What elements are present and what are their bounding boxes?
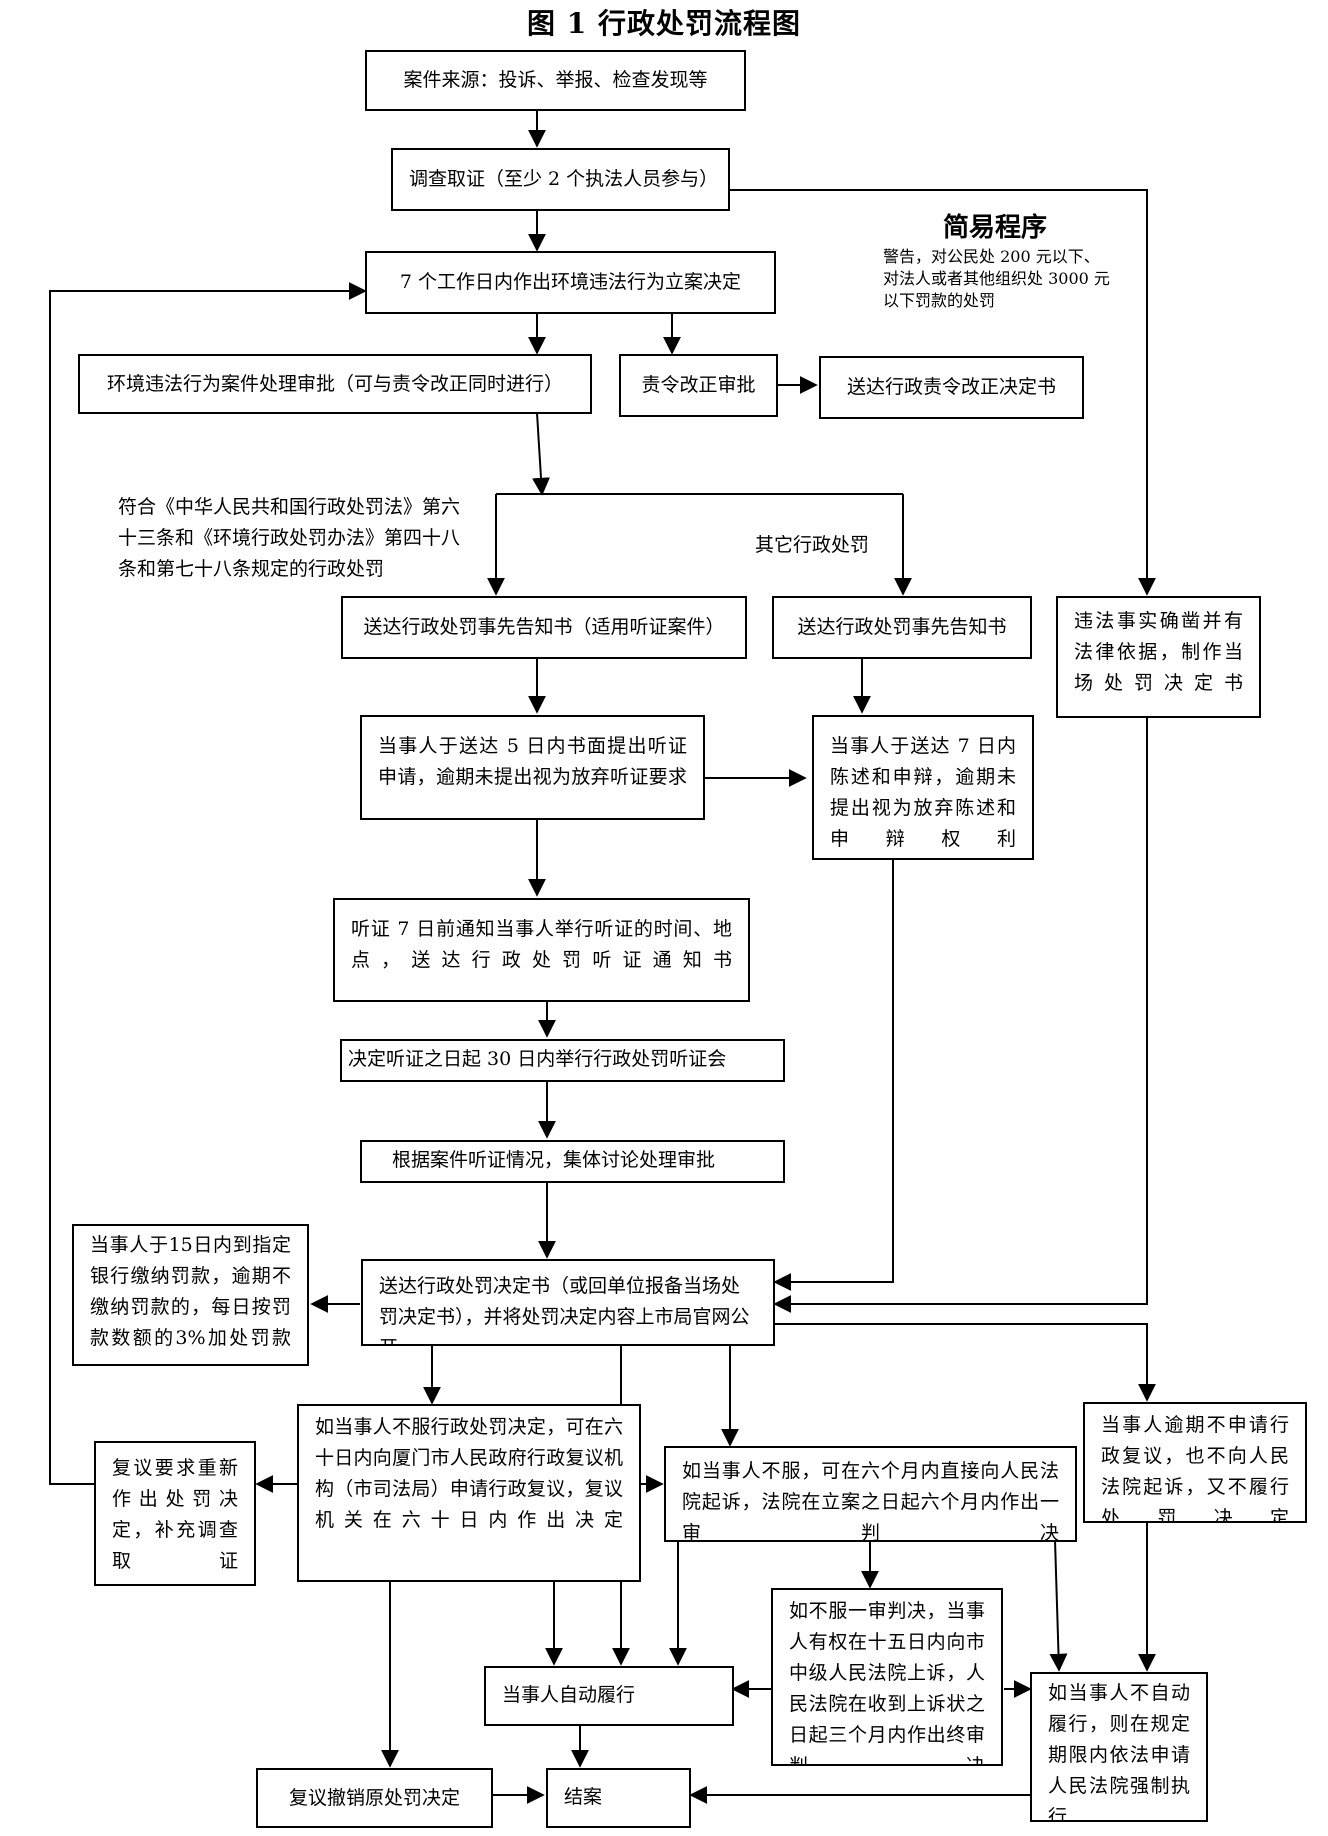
node-close: 结案 <box>546 1768 691 1828</box>
arrow-approval-split <box>532 412 550 496</box>
simple-procedure-desc: 警告，对公民处 200 元以下、对法人或者其他组织处 3000 元以下罚款的处罚 <box>883 247 1110 310</box>
node-rectify-notice: 送达行政责令改正决定书 <box>819 356 1084 419</box>
label-other-branch: 其它行政处罚 <box>755 534 870 556</box>
node-revoke: 复议撤销原处罚决定 <box>256 1768 493 1828</box>
node-case-source: 案件来源：投诉、举报、检查发现等 <box>365 50 746 111</box>
node-no-action: 当事人逾期不申请行政复议，也不向人民法院起诉，又不履行处罚决定 <box>1083 1402 1307 1523</box>
node-hearing-meeting: 决定听证之日起 30 日内举行行政处罚听证会 <box>340 1039 785 1082</box>
node-hearing-apply: 当事人于送达 5 日内书面提出听证申请，逾期未提出视为放弃听证要求 <box>360 715 705 820</box>
node-appeal: 如不服一审判决，当事人有权在十五日内向市中级人民法院上诉，人民法院在收到上诉状之… <box>771 1588 1003 1766</box>
node-file-decision: 7 个工作日内作出环境违法行为立案决定 <box>365 251 776 314</box>
node-enforce: 如当事人不自动履行，则在规定期限内依法申请人民法院强制执行 <box>1030 1672 1208 1822</box>
arrow-lawsuit-enforce <box>1049 1539 1068 1672</box>
node-case-approval: 环境违法行为案件处理审批（可与责令改正同时进行） <box>78 354 592 414</box>
node-lawsuit: 如当事人不服，可在六个月内直接向人民法院起诉，法院在立案之日起六个月内作出一审判… <box>664 1446 1077 1542</box>
node-redo-penalty: 复议要求重新作出处罚决定，补充调查取证 <box>94 1441 256 1586</box>
node-notice-hearing: 送达行政处罚事先告知书（适用听证案件） <box>341 596 747 659</box>
node-on-spot: 违法事实确凿并有法律依据，制作当场处罚决定书 <box>1056 596 1261 718</box>
node-rectify-approval: 责令改正审批 <box>619 354 778 417</box>
label-law-branch: 符合《中华人民共和国行政处罚法》第六十三条和《环境行政处罚办法》第四十八条和第七… <box>118 496 461 580</box>
diagram-title: 图 1 行政处罚流程图 <box>527 7 801 40</box>
node-self-perform: 当事人自动履行 <box>484 1666 734 1726</box>
arrow-onspot-decision <box>773 716 1148 1313</box>
simple-procedure-title: 简易程序 <box>943 213 1048 243</box>
node-decision-deliver: 送达行政处罚决定书（或回单位报备当场处罚决定书），并将处罚决定内容上市局官网公开 <box>361 1259 775 1346</box>
arrow-redo-loop <box>49 282 367 1485</box>
node-hearing-notify: 听证 7 日前通知当事人举行听证的时间、地点，送达行政处罚听证通知书 <box>333 898 750 1002</box>
node-statement-defense: 当事人于送达 7 日内陈述和申辩，逾期未提出视为放弃陈述和申辩权利 <box>812 715 1034 860</box>
arrow-investigate-simple <box>728 189 1156 596</box>
arrow-statement-decision <box>773 856 894 1291</box>
node-investigate: 调查取证（至少 2 个执法人员参与） <box>391 148 730 211</box>
node-fine-payment: 当事人于15日内到指定银行缴纳罚款，逾期不缴纳罚款的，每日按罚款数额的3%加处罚… <box>72 1224 309 1366</box>
arrow-decision-noaction <box>775 1323 1156 1402</box>
node-reconsideration: 如当事人不服行政处罚决定，可在六十日内向厦门市人民政府行政复议机构（市司法局）申… <box>297 1404 641 1582</box>
node-collective-review: 根据案件听证情况，集体讨论处理审批 <box>360 1140 785 1183</box>
node-notice-other: 送达行政处罚事先告知书 <box>772 596 1032 659</box>
